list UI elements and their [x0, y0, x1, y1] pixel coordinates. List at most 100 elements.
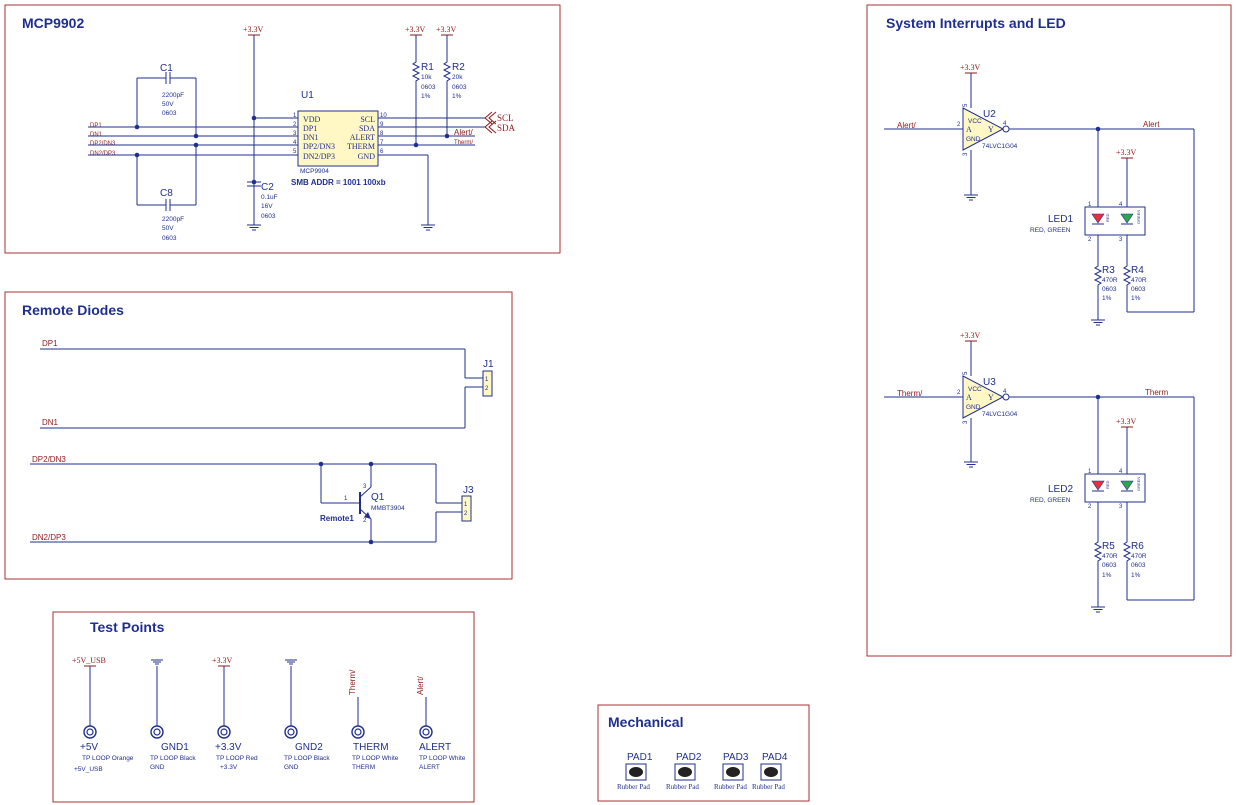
resistor-r2: +3.3V R2 20k 0603 1% [436, 25, 467, 139]
power-label: +3.3V [243, 25, 264, 34]
net-label-dn2dp3: DN2/DP3 [32, 533, 66, 542]
q1-name: Remote1 [320, 514, 354, 523]
inverter-u2: +3.3V U2 VCC A GND Y 74LVC1G04 2 4 5 3 A… [884, 63, 1195, 312]
net-label-alert-in: Alert/ [897, 121, 916, 130]
u3-pin-y: Y [988, 393, 994, 402]
led1-pin-4: 4 [1119, 202, 1123, 208]
pad-label: Rubber Pad [617, 783, 650, 791]
resistor-r5: R5 470R 0603 1% [1090, 502, 1118, 613]
tp-designator: +5V [80, 742, 98, 753]
q1-pin-collector: 3 [363, 484, 367, 490]
r3-tolerance: 1% [1102, 295, 1112, 302]
tp-net: +3.3V [212, 656, 233, 665]
net-label-therm-in: Therm/ [897, 389, 923, 398]
tp-net: Therm/ [348, 669, 357, 695]
pad-designator: PAD1 [627, 752, 653, 763]
tp-type: TP LOOP White [352, 755, 399, 762]
tp-type: TP LOOP White [419, 755, 466, 762]
net-label-dp1: DP1 [42, 339, 58, 348]
c1-designator: C1 [160, 63, 173, 74]
test-points-section: Test Points +5V_USB +5V TP LOOP Orange +… [52, 611, 475, 803]
u1-designator: U1 [301, 90, 314, 101]
j3-pin-1: 1 [464, 502, 468, 508]
mechanical-section: Mechanical PAD1 Rubber Pad PAD2 Rubber P… [597, 704, 810, 802]
q1-pin-emitter: 2 [363, 518, 367, 524]
ground-icon [1090, 319, 1106, 326]
c2-voltage: 16V [261, 203, 273, 210]
test-point-therm: Therm/ THERM TP LOOP White THERM [348, 669, 399, 771]
remote-diodes-frame [4, 291, 513, 580]
q1-designator: Q1 [371, 492, 385, 503]
r4-value: 470R [1131, 277, 1147, 284]
u1-pin-sda: SDA [359, 124, 375, 133]
tp-net: Alert/ [416, 676, 425, 695]
led-led1: +3.3V RED GREEN 1 4 2 3 LED1 RED, GREEN [1030, 148, 1146, 243]
pad-label: Rubber Pad [666, 783, 699, 791]
r4-tolerance: 1% [1131, 295, 1141, 302]
net-label-dn1: DN1 [42, 418, 59, 427]
c1-package: 0603 [162, 110, 177, 117]
u3-part: 74LVC1G04 [982, 411, 1018, 418]
c2-designator: C2 [261, 182, 274, 193]
u3-pin-a: A [966, 393, 972, 402]
u1-pin-num-9: 9 [380, 122, 384, 128]
u1-pin-dp2dn3: DP2/DN3 [303, 142, 335, 151]
tp-type: TP LOOP Black [284, 755, 330, 762]
u2-pin-a: A [966, 125, 972, 134]
led1-designator: LED1 [1048, 214, 1073, 225]
tp-sub: GND [284, 764, 299, 771]
net-label-dp1: DP1 [90, 123, 102, 129]
u2-pin-num-gnd: 3 [963, 152, 969, 156]
transistor-q1: Q1 MMBT3904 Remote1 1 3 2 [318, 461, 405, 545]
connector-j3: J3 1 2 [461, 485, 474, 522]
tp-designator: GND2 [295, 742, 323, 753]
u3-pin-vcc: VCC [968, 386, 982, 393]
led1-pin-1: 1 [1088, 202, 1092, 208]
pad-designator: PAD2 [676, 752, 702, 763]
capacitor-c8: C8 2200pF 50V 0603 [136, 145, 197, 242]
tp-designator: +3.3V [215, 742, 242, 753]
mechanical-frame [597, 704, 810, 802]
u3-designator: U3 [983, 377, 996, 388]
r5-tolerance: 1% [1102, 572, 1112, 579]
c8-package: 0603 [162, 235, 177, 242]
tp-type: TP LOOP Red [216, 755, 258, 762]
tp-sub: THERM [352, 764, 375, 771]
pad-3: PAD3 Rubber Pad [714, 752, 749, 791]
pad-2: PAD2 Rubber Pad [666, 752, 702, 791]
u1-pin-num-8: 8 [380, 131, 384, 137]
u1-pin-num-5: 5 [293, 149, 297, 155]
net-label-dn1: DN1 [90, 132, 103, 138]
ground-icon [246, 224, 262, 231]
test-point-gnd2: GND2 TP LOOP Black GND [284, 659, 330, 771]
tp-net: +5V_USB [72, 656, 106, 665]
led2-designator: LED2 [1048, 484, 1073, 495]
remote-diodes-title: Remote Diodes [22, 302, 124, 318]
led-led2: +3.3V RED GREEN 1 4 2 3 LED2 RED, GREEN [1030, 417, 1146, 510]
ground-icon [963, 461, 979, 468]
test-point-alert: Alert/ ALERT TP LOOP White ALERT [416, 676, 466, 771]
c8-voltage: 50V [162, 225, 174, 232]
r4-package: 0603 [1131, 286, 1146, 293]
led1-pin-3: 3 [1119, 237, 1123, 243]
power-label: +3.3V [960, 63, 981, 72]
system-interrupts-frame [866, 4, 1232, 657]
test-point-3v3: +3.3V +3.3V TP LOOP Red +3.3V [212, 656, 258, 771]
j1-pin-1: 1 [485, 377, 489, 383]
led2-pin-3: 3 [1119, 504, 1123, 510]
tp-type: TP LOOP Black [150, 755, 196, 762]
connector-j1: J1 1 2 [482, 359, 494, 397]
j3-designator: J3 [463, 485, 474, 496]
net-label-therm: Therm/ [454, 140, 473, 146]
r3-value: 470R [1102, 277, 1118, 284]
r2-designator: R2 [452, 62, 465, 73]
led2-pin-4: 4 [1119, 469, 1123, 475]
test-points-frame [52, 611, 475, 803]
c8-value: 2200pF [162, 216, 184, 223]
u1-pin-therm: THERM [347, 142, 375, 151]
c8-designator: C8 [160, 188, 173, 199]
led2-green-label: GREEN [1136, 477, 1141, 491]
led1-green-label: GREEN [1136, 210, 1141, 224]
system-interrupts-section: System Interrupts and LED +3.3V U2 VCC A… [866, 4, 1232, 657]
net-label-alert: Alert/ [454, 128, 473, 137]
